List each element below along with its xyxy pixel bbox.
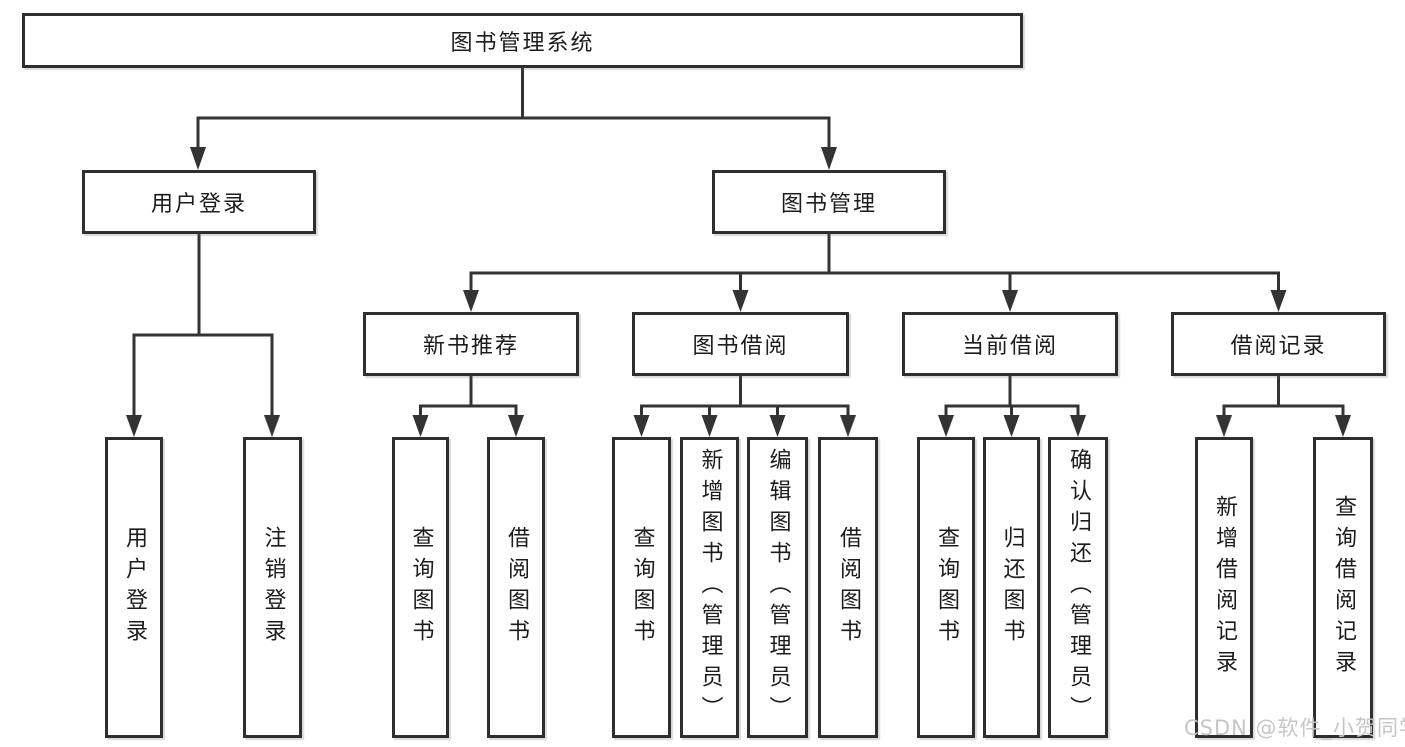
leaf-return-books: 归还图书 bbox=[983, 437, 1040, 738]
node-root-label: 图书管理系统 bbox=[450, 30, 595, 56]
leaf-borrow-books: 借阅图书 bbox=[818, 437, 878, 738]
leaf-query-borrow-record: 查询借阅记录 bbox=[1313, 437, 1373, 738]
csdn-watermark: CSDN @软件_小贺同学 bbox=[1184, 716, 1405, 740]
node-user-login: 用户登录 bbox=[82, 170, 316, 234]
node-new-book-recommend: 新书推荐 bbox=[363, 312, 579, 376]
leaf-return-books-label: 归还图书 bbox=[999, 525, 1025, 650]
leaf-confirm-return-admin: 确认归还（管理员） bbox=[1048, 437, 1108, 738]
leaf-borrow-query-books-label: 查询图书 bbox=[629, 525, 655, 650]
node-borrow-records-label: 借阅记录 bbox=[1230, 334, 1327, 359]
node-book-borrow-label: 图书借阅 bbox=[692, 334, 789, 359]
node-root-system: 图书管理系统 bbox=[22, 13, 1023, 68]
leaf-confirm-return-admin-label: 确认归还（管理员） bbox=[1066, 448, 1091, 727]
node-user-login-label: 用户登录 bbox=[150, 192, 247, 217]
node-current-borrow: 当前借阅 bbox=[902, 312, 1118, 376]
leaf-rec-query-books-label: 查询图书 bbox=[408, 525, 434, 650]
leaf-logout-label: 注销登录 bbox=[260, 525, 286, 650]
leaf-borrow-query-books: 查询图书 bbox=[612, 437, 671, 738]
leaf-current-query-books: 查询图书 bbox=[917, 437, 975, 738]
leaf-add-books-admin: 新增图书（管理员） bbox=[680, 437, 739, 738]
node-book-management: 图书管理 bbox=[712, 170, 946, 234]
leaf-logout: 注销登录 bbox=[243, 437, 302, 738]
leaf-add-books-admin-label: 新增图书（管理员） bbox=[697, 448, 723, 727]
leaf-rec-borrow-books: 借阅图书 bbox=[487, 437, 545, 738]
node-current-borrow-label: 当前借阅 bbox=[961, 334, 1058, 359]
leaf-borrow-books-label: 借阅图书 bbox=[836, 525, 861, 650]
leaf-user-login-label: 用户登录 bbox=[122, 525, 147, 650]
leaf-rec-borrow-books-label: 借阅图书 bbox=[504, 525, 529, 650]
node-book-management-label: 图书管理 bbox=[780, 192, 877, 217]
leaf-add-borrow-record: 新增借阅记录 bbox=[1195, 437, 1253, 738]
leaf-edit-books-admin: 编辑图书（管理员） bbox=[747, 437, 808, 738]
leaf-rec-query-books: 查询图书 bbox=[392, 437, 449, 738]
arrowheads bbox=[126, 147, 1351, 437]
leaf-user-login: 用户登录 bbox=[105, 437, 163, 738]
leaf-edit-books-admin-label: 编辑图书（管理员） bbox=[765, 448, 791, 727]
leaf-query-borrow-record-label: 查询借阅记录 bbox=[1331, 494, 1356, 681]
leaf-add-borrow-record-label: 新增借阅记录 bbox=[1212, 494, 1237, 681]
leaf-current-query-books-label: 查询图书 bbox=[934, 525, 959, 650]
node-new-book-recommend-label: 新书推荐 bbox=[422, 334, 519, 359]
node-borrow-records: 借阅记录 bbox=[1171, 312, 1386, 376]
node-book-borrow: 图书借阅 bbox=[632, 312, 849, 376]
